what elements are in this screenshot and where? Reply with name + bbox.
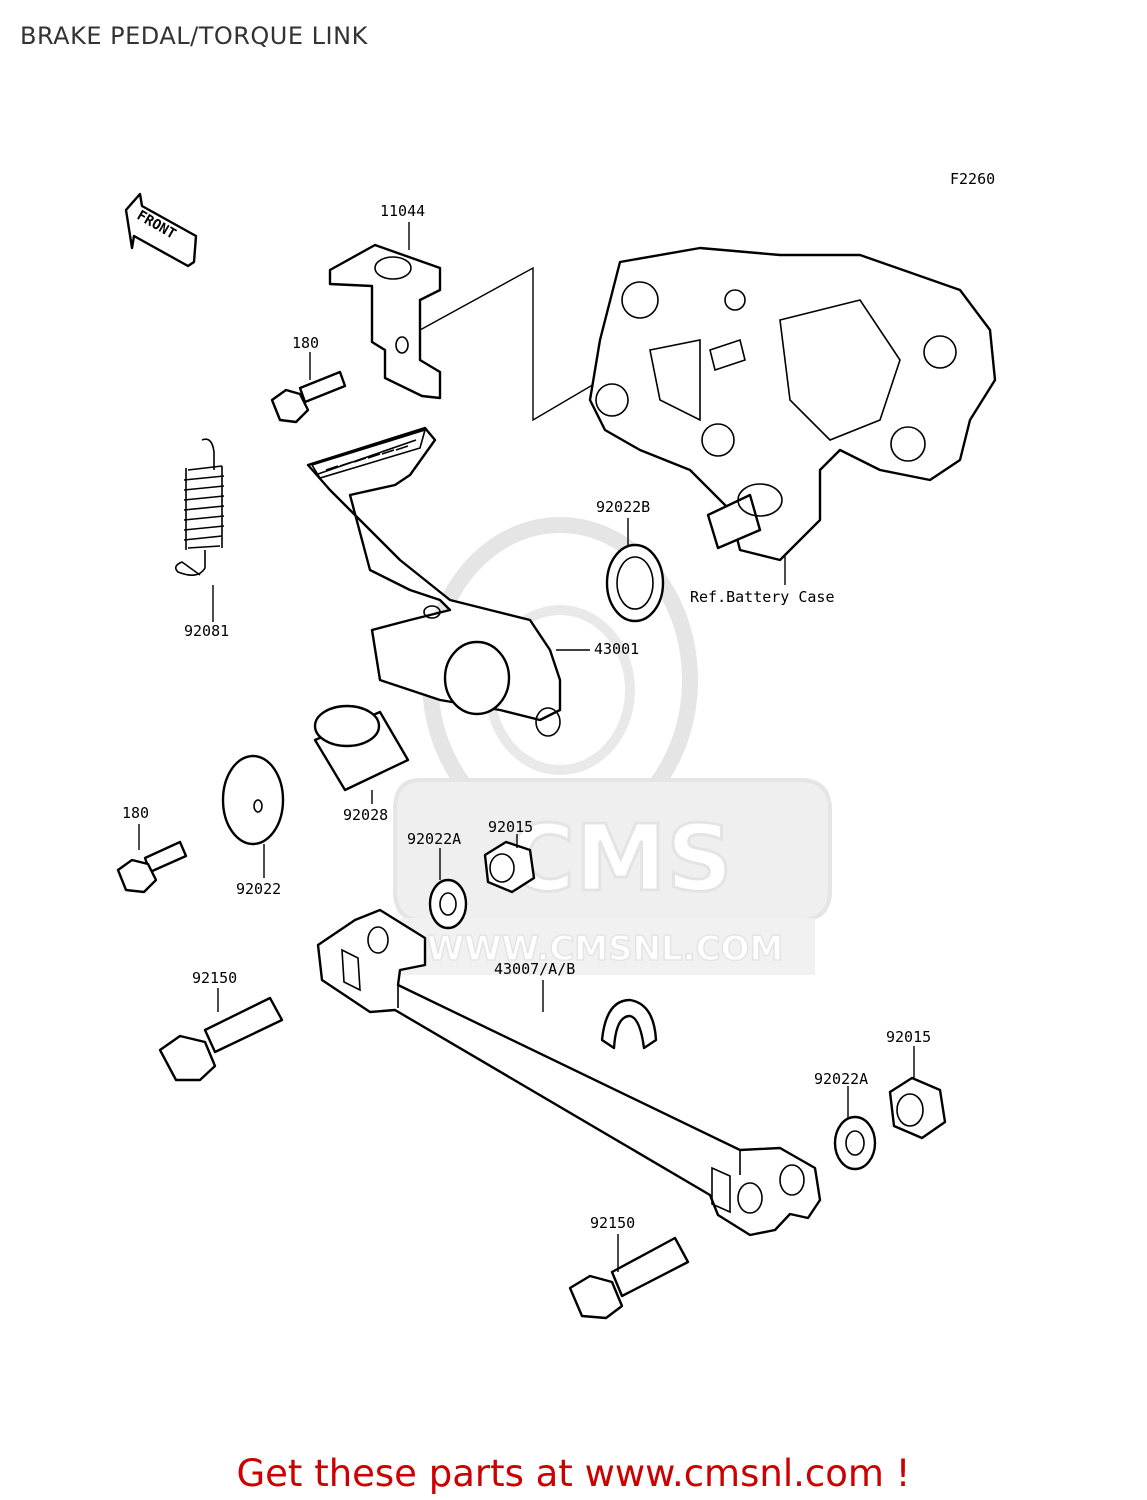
callout-92022B: 92022B	[596, 498, 650, 516]
callout-92081: 92081	[184, 622, 229, 640]
figure-code: F2260	[950, 170, 995, 188]
front-arrow-icon: FRONT	[124, 192, 198, 268]
part-11044-bracket	[328, 243, 442, 400]
callout-92028: 92028	[343, 806, 388, 824]
cmsnl-watermark: CMS WWW.CMSNL.COM	[393, 517, 832, 975]
callout-92015-top: 92015	[488, 818, 533, 836]
part-frame-battery-case	[588, 246, 997, 562]
part-92022B-washer	[605, 543, 665, 623]
part-92081-spring	[174, 438, 225, 576]
part-92150-bolt-bottom	[568, 1236, 690, 1320]
watermark-url: WWW.CMSNL.COM	[427, 929, 784, 969]
callout-92150-left: 92150	[192, 969, 237, 987]
callout-43007: 43007/A/B	[494, 960, 575, 978]
callout-92015-right: 92015	[886, 1028, 931, 1046]
callout-180-left: 180	[122, 804, 149, 822]
callout-92022: 92022	[236, 880, 281, 898]
part-92022A-washer-top	[428, 878, 468, 930]
part-92022A-washer-right	[833, 1115, 877, 1171]
watermark-brand: CMS	[507, 805, 732, 912]
callout-ref-battery-case: Ref.Battery Case	[690, 588, 835, 606]
part-92015-nut-right	[888, 1076, 947, 1140]
part-92015-nut-top	[483, 840, 536, 894]
parts-diagram: CMS WWW.CMSNL.COM F2260 FRONT 11044 180 …	[116, 170, 997, 1320]
page-title: BRAKE PEDAL/TORQUE LINK	[20, 22, 368, 50]
footer-cta-link[interactable]: Get these parts at www.cmsnl.com !	[236, 1452, 911, 1495]
part-43007-torque-link	[316, 908, 822, 1237]
callout-180-top: 180	[292, 334, 319, 352]
callout-92022A-top: 92022A	[407, 830, 461, 848]
part-92028-collar	[313, 704, 410, 792]
callout-43001: 43001	[594, 640, 639, 658]
part-43001-brake-pedal	[306, 426, 562, 737]
part-92022-washer	[221, 754, 285, 846]
part-92150-bolt-left	[158, 996, 284, 1082]
part-180-bolt-left	[116, 840, 188, 894]
callout-92150-bottom: 92150	[590, 1214, 635, 1232]
callout-92022A-right: 92022A	[814, 1070, 868, 1088]
callout-11044: 11044	[380, 202, 425, 220]
part-180-bolt-top	[270, 370, 347, 424]
